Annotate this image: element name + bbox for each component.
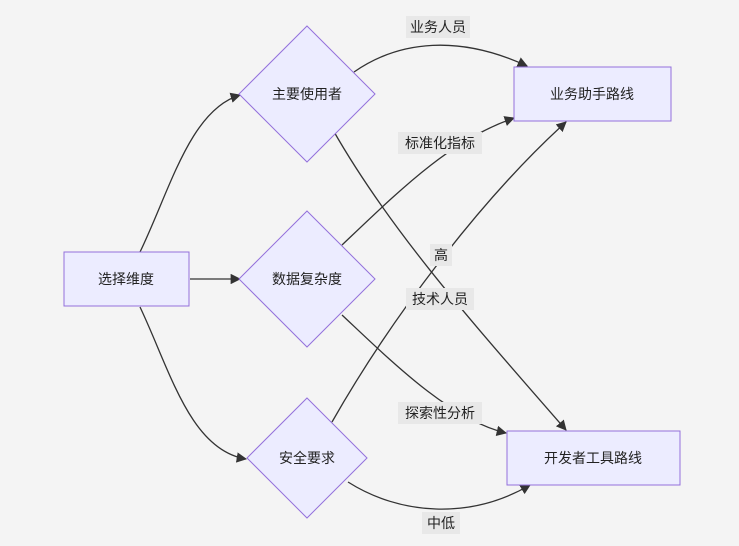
node-dimension-label: 选择维度 (98, 272, 154, 288)
edge-label-exploratory-analysis-text: 探索性分析 (405, 405, 475, 422)
edge-label-exploratory-analysis: 探索性分析 (398, 402, 482, 424)
edge-label-standard-metrics: 标准化指标 (398, 132, 482, 154)
edge-main-user-to-developer-route (332, 129, 567, 431)
edge-data-complexity-to-developer-route (341, 314, 508, 436)
edge-label-technical-people-text: 技术人员 (412, 292, 468, 308)
edge-label-standard-metrics-text: 标准化指标 (405, 136, 475, 152)
node-data-complexity[interactable]: 数据复杂度 (238, 210, 376, 348)
edge-label-medium-low-text: 中低 (427, 516, 455, 532)
edge-label-medium-low: 中低 (422, 512, 460, 534)
node-data-complexity-label: 数据复杂度 (272, 271, 342, 288)
node-security[interactable]: 安全要求 (246, 397, 368, 519)
edge-security-to-developer-route (347, 481, 531, 510)
node-main-user-label: 主要使用者 (272, 86, 342, 103)
node-developer-route[interactable]: 开发者工具路线 (506, 430, 681, 486)
edge-label-high-text: 高 (434, 247, 448, 264)
edge-data-complexity-to-business-route (341, 116, 515, 246)
edge-main-user-to-business-route (353, 44, 528, 73)
edge-dimension-to-security (139, 306, 248, 463)
edge-label-technical-people: 技术人员 (406, 288, 474, 310)
node-dimension[interactable]: 选择维度 (63, 251, 190, 307)
node-security-label: 安全要求 (279, 450, 335, 467)
edge-dimension-to-main-user (139, 92, 241, 253)
edge-label-high: 高 (430, 244, 452, 266)
node-developer-route-label: 开发者工具路线 (544, 451, 642, 467)
node-main-user[interactable]: 主要使用者 (238, 25, 376, 163)
edge-label-business-people-text: 业务人员 (410, 20, 466, 36)
edge-label-business-people: 业务人员 (406, 16, 470, 38)
node-business-route-label: 业务助手路线 (550, 87, 634, 103)
node-business-route[interactable]: 业务助手路线 (513, 66, 672, 122)
